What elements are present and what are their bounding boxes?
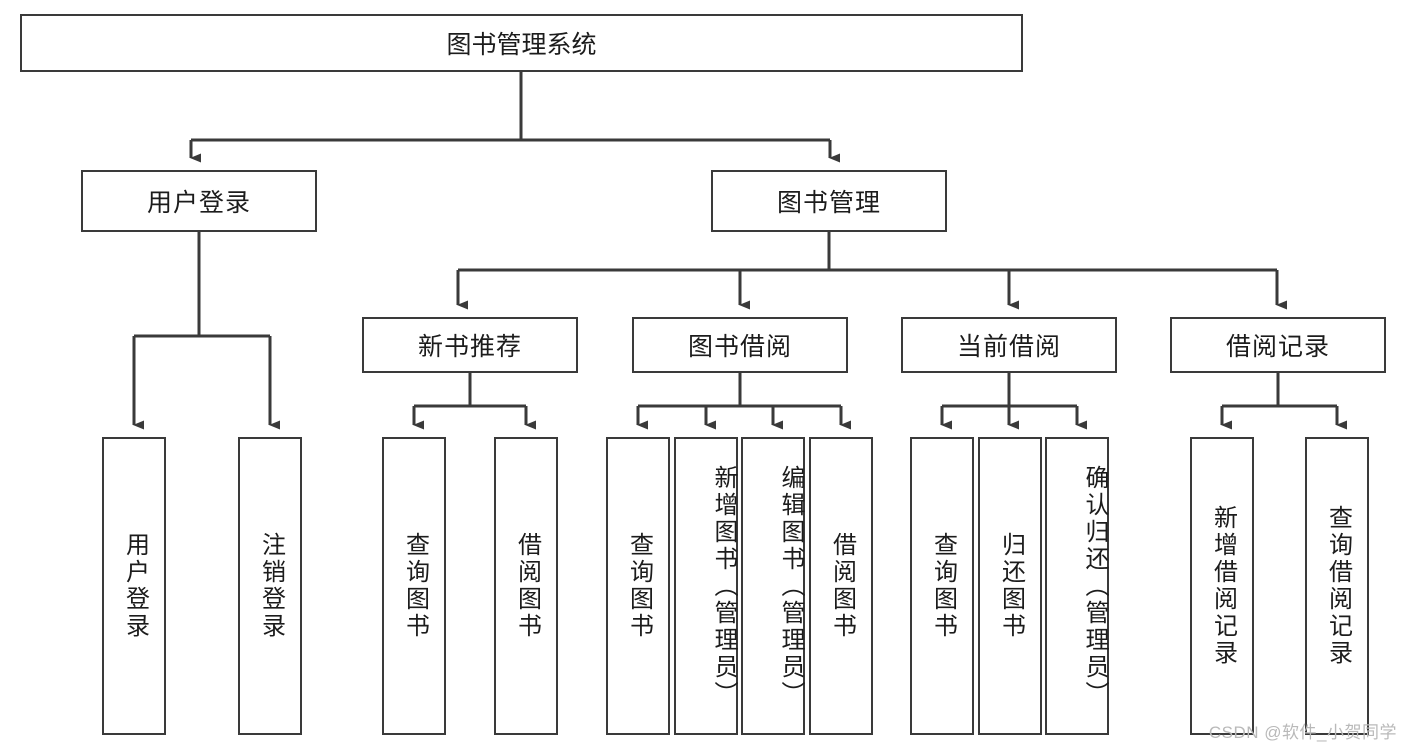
node-label: 查询图书 [929,532,957,640]
node-book-management[interactable]: 图书管理 [711,170,947,232]
node-leaf-return-book[interactable]: 归还图书 [978,437,1042,735]
node-label: 新书推荐 [417,333,522,361]
node-label: 查询借阅记录 [1324,505,1352,667]
node-leaf-borrow-book-1[interactable]: 借阅图书 [494,437,558,735]
node-new-book-recommend[interactable]: 新书推荐 [362,317,578,373]
node-label: 当前借阅 [956,333,1061,361]
node-user-login[interactable]: 用户登录 [81,170,317,232]
node-label: 新增借阅记录 [1209,505,1237,667]
node-leaf-user-login[interactable]: 用户登录 [102,437,166,735]
node-label: 新增图书（管理员） [710,464,737,708]
node-leaf-query-book-3[interactable]: 查询图书 [910,437,974,735]
node-leaf-add-book[interactable]: 新增图书（管理员） [674,437,738,735]
node-leaf-edit-book[interactable]: 编辑图书（管理员） [741,437,805,735]
node-leaf-confirm-return[interactable]: 确认归还（管理员） [1045,437,1109,735]
node-label: 借阅记录 [1225,333,1330,361]
node-label: 用户登录 [121,532,149,640]
node-leaf-query-record[interactable]: 查询借阅记录 [1305,437,1369,735]
node-book-borrow[interactable]: 图书借阅 [632,317,848,373]
node-label: 图书借阅 [687,333,792,361]
node-label: 借阅图书 [828,532,856,640]
node-label: 编辑图书（管理员） [777,464,804,708]
node-root-system[interactable]: 图书管理系统 [20,14,1023,72]
node-label: 查询图书 [401,532,429,640]
node-label: 用户登录 [146,189,251,217]
node-leaf-borrow-book-2[interactable]: 借阅图书 [809,437,873,735]
node-label: 注销登录 [257,532,285,640]
node-leaf-query-book-1[interactable]: 查询图书 [382,437,446,735]
node-label: 图书管理系统 [446,31,597,59]
node-borrow-record[interactable]: 借阅记录 [1170,317,1386,373]
node-leaf-add-record[interactable]: 新增借阅记录 [1190,437,1254,735]
watermark-text: CSDN @软件_小贺同学 [1208,723,1397,742]
node-label: 确认归还（管理员） [1081,464,1108,708]
node-current-borrow[interactable]: 当前借阅 [901,317,1117,373]
node-label: 图书管理 [776,189,881,217]
node-label: 借阅图书 [513,532,541,640]
node-leaf-logout-login[interactable]: 注销登录 [238,437,302,735]
node-label: 归还图书 [997,532,1025,640]
node-leaf-query-book-2[interactable]: 查询图书 [606,437,670,735]
node-label: 查询图书 [625,532,653,640]
